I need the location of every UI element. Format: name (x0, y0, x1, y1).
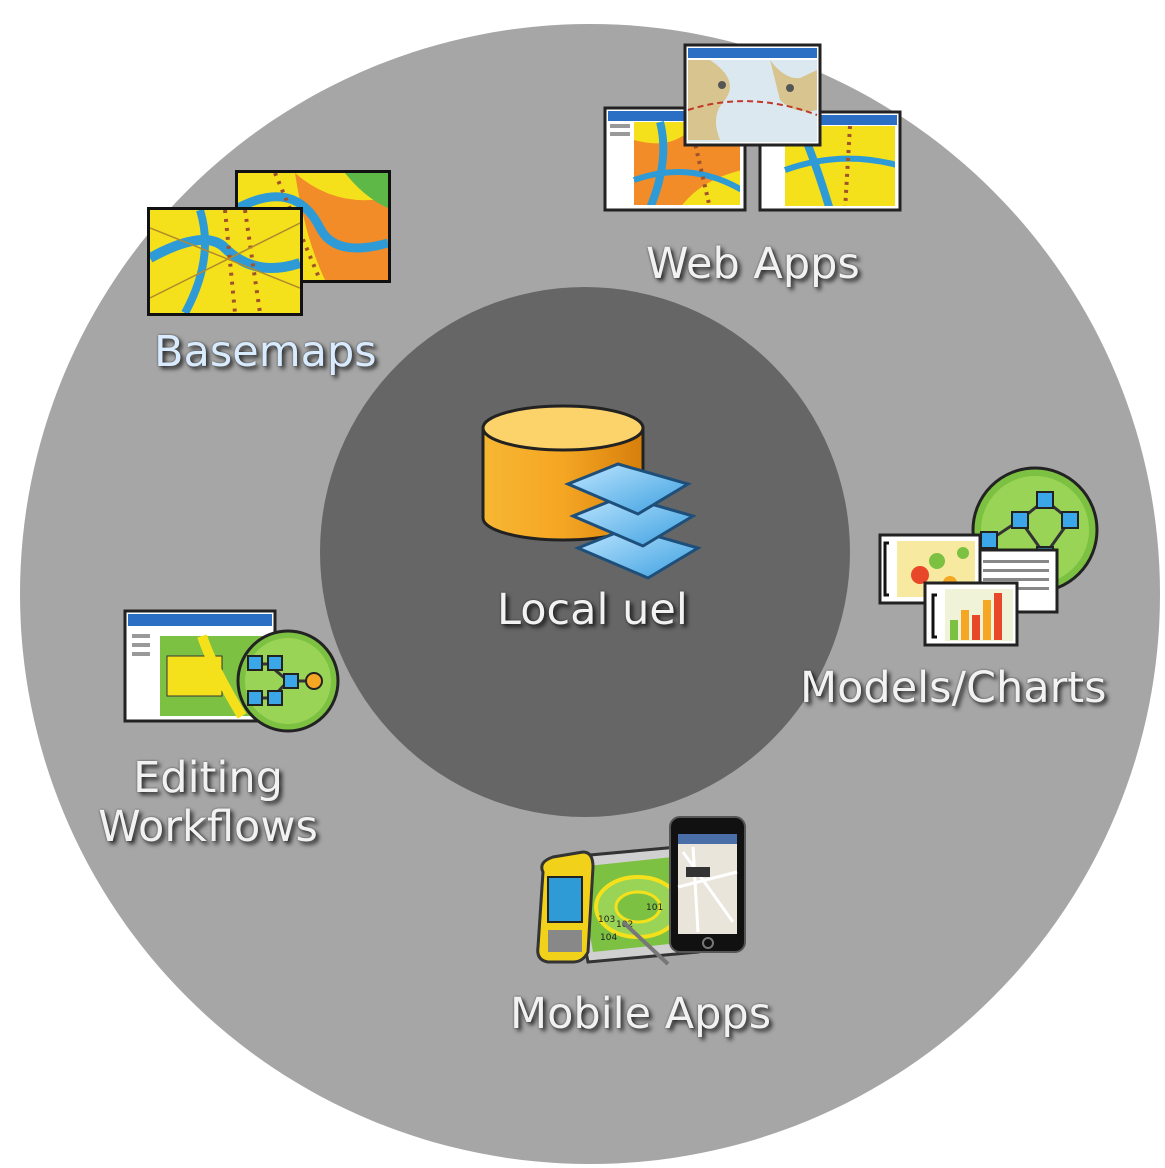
models-charts-icon (878, 466, 1099, 647)
web-apps-icon (603, 43, 902, 212)
database-layers-icon (481, 404, 702, 580)
map-label-103: 103 (598, 915, 615, 925)
map-label-104: 104 (600, 933, 617, 943)
basemaps-icon (147, 170, 391, 316)
models-charts-label: Models/Charts (800, 663, 1107, 713)
mobile-apps-icon: 101 102 103 104 (536, 816, 746, 966)
web-apps-label: Web Apps (646, 239, 860, 289)
editing-workflows-label: Editing Workflows (88, 753, 328, 853)
editing-workflows-line1: Editing (133, 753, 283, 803)
editing-workflows-icon (123, 609, 340, 733)
editing-workflows-line2: Workflows (98, 802, 318, 853)
map-label-101: 101 (646, 903, 663, 913)
mobile-apps-label: Mobile Apps (510, 989, 772, 1039)
basemaps-label: Basemaps (154, 327, 377, 377)
center-label: Local uel (497, 585, 688, 635)
